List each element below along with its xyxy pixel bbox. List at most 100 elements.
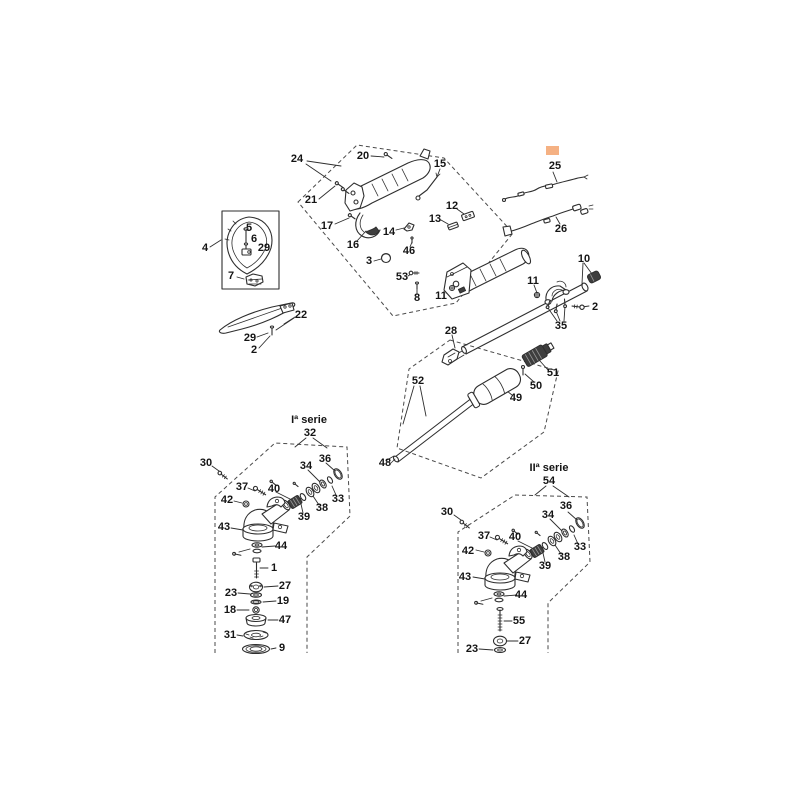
nut-part-11b bbox=[533, 291, 541, 299]
screw-part-17 bbox=[347, 213, 356, 220]
housing-part-49 bbox=[467, 368, 522, 409]
serie2-group-outline bbox=[457, 494, 591, 653]
part-label-29: 29 bbox=[243, 332, 257, 344]
part-label-3: 3 bbox=[365, 255, 373, 267]
part-label-52: 52 bbox=[411, 375, 425, 387]
part-label-53: 53 bbox=[395, 271, 409, 283]
part-label-35: 35 bbox=[554, 320, 568, 332]
part-label-25: 25 bbox=[548, 160, 562, 172]
highlight-part-25 bbox=[546, 146, 559, 155]
screw-part-20 bbox=[383, 151, 393, 159]
disc-part-31 bbox=[243, 629, 269, 641]
part-label-32: 32 bbox=[303, 427, 317, 439]
part-label-31: 31 bbox=[223, 629, 237, 641]
part-label-30: 30 bbox=[440, 506, 454, 518]
part-label-33: 33 bbox=[331, 493, 345, 505]
part-label-38: 38 bbox=[557, 551, 571, 563]
part-label-36: 36 bbox=[318, 453, 332, 465]
washer-part-9 bbox=[241, 643, 271, 655]
part-label-29: 29 bbox=[257, 242, 271, 254]
part-label-14: 14 bbox=[382, 226, 396, 238]
part-label-22: 22 bbox=[294, 309, 308, 321]
part-label-48: 48 bbox=[378, 457, 392, 469]
flex-shaft-end-48 bbox=[392, 455, 400, 463]
part-label-16: 16 bbox=[346, 239, 360, 251]
part-label-39: 39 bbox=[297, 511, 311, 523]
screw-part-53 bbox=[408, 270, 420, 276]
bolt-part-50 bbox=[520, 364, 526, 376]
part-label-36: 36 bbox=[559, 500, 573, 512]
barrier-guard-group bbox=[218, 302, 296, 336]
washer-part-23b bbox=[493, 647, 507, 653]
part-label-23: 23 bbox=[224, 587, 238, 599]
washer-part-23 bbox=[249, 592, 263, 598]
part-label-38: 38 bbox=[315, 502, 329, 514]
serie1-stack bbox=[241, 557, 271, 655]
end-cap-part-10 bbox=[586, 270, 602, 284]
part-label-10: 10 bbox=[577, 253, 591, 265]
part-label-9: 9 bbox=[278, 642, 286, 654]
grommet-part-3 bbox=[380, 252, 392, 264]
part-label-40: 40 bbox=[508, 531, 522, 543]
part-label-17: 17 bbox=[320, 220, 334, 232]
part-label-34: 34 bbox=[299, 460, 313, 472]
flex-shaft-group-outline bbox=[396, 339, 559, 479]
part-label-54: 54 bbox=[542, 475, 556, 487]
handle-rear-bracket bbox=[344, 182, 365, 212]
part-label-13: 13 bbox=[428, 213, 442, 225]
pin-part-8 bbox=[414, 281, 420, 290]
nut-part-11 bbox=[448, 284, 456, 292]
part-label-51: 51 bbox=[546, 367, 560, 379]
part-label-28: 28 bbox=[444, 325, 458, 337]
part-label-42: 42 bbox=[220, 494, 234, 506]
part-label-11: 11 bbox=[435, 290, 447, 302]
switch-part-12 bbox=[461, 210, 475, 222]
long-bolt-part-55 bbox=[496, 606, 504, 632]
lever-part-14 bbox=[403, 222, 415, 232]
part-label-27: 27 bbox=[518, 635, 532, 647]
series-label: IIª serie bbox=[529, 462, 569, 474]
shaft-bolt-part-1 bbox=[252, 557, 261, 579]
bearing-part-27 bbox=[248, 581, 264, 593]
cup-part-47 bbox=[245, 613, 267, 627]
screw-part-29-2 bbox=[269, 325, 275, 336]
part-label-8: 8 bbox=[413, 292, 421, 304]
part-label-1: 1 bbox=[270, 562, 278, 574]
part-label-43: 43 bbox=[458, 571, 472, 583]
part-label-11: 11 bbox=[527, 275, 539, 287]
rod-part-15 bbox=[415, 172, 441, 201]
part-label-2: 2 bbox=[250, 344, 258, 356]
part-label-5: 5 bbox=[245, 222, 253, 234]
flexible-shaft-group bbox=[390, 342, 555, 464]
part-label-21: 21 bbox=[304, 194, 318, 206]
drive-shaft-tube-group bbox=[441, 270, 602, 366]
bracket-part-13 bbox=[447, 221, 459, 231]
part-label-20: 20 bbox=[356, 150, 370, 162]
part-label-42: 42 bbox=[461, 545, 475, 557]
serie1-group-outline bbox=[214, 442, 351, 653]
trigger-part bbox=[355, 212, 381, 239]
part-label-40: 40 bbox=[267, 483, 281, 495]
serie2-stack bbox=[492, 606, 508, 653]
part-label-37: 37 bbox=[477, 530, 491, 542]
part-label-12: 12 bbox=[445, 200, 459, 212]
part-label-26: 26 bbox=[554, 223, 568, 235]
part-label-37: 37 bbox=[235, 481, 249, 493]
part-label-7: 7 bbox=[227, 270, 235, 282]
part-label-47: 47 bbox=[278, 614, 292, 626]
part-label-33: 33 bbox=[573, 541, 587, 553]
part-label-44: 44 bbox=[274, 540, 288, 552]
part-label-46: 46 bbox=[402, 245, 416, 257]
bolt-part-2 bbox=[571, 304, 585, 310]
spacer-part-18 bbox=[252, 606, 260, 614]
part-label-30: 30 bbox=[199, 457, 213, 469]
part-label-18: 18 bbox=[223, 604, 237, 616]
part-label-55: 55 bbox=[512, 615, 526, 627]
screw-part-5-6 bbox=[241, 227, 252, 256]
throttle-cable-part-25 bbox=[501, 174, 589, 203]
throttle-handle-assembly bbox=[334, 148, 532, 300]
part-label-23: 23 bbox=[465, 643, 479, 655]
